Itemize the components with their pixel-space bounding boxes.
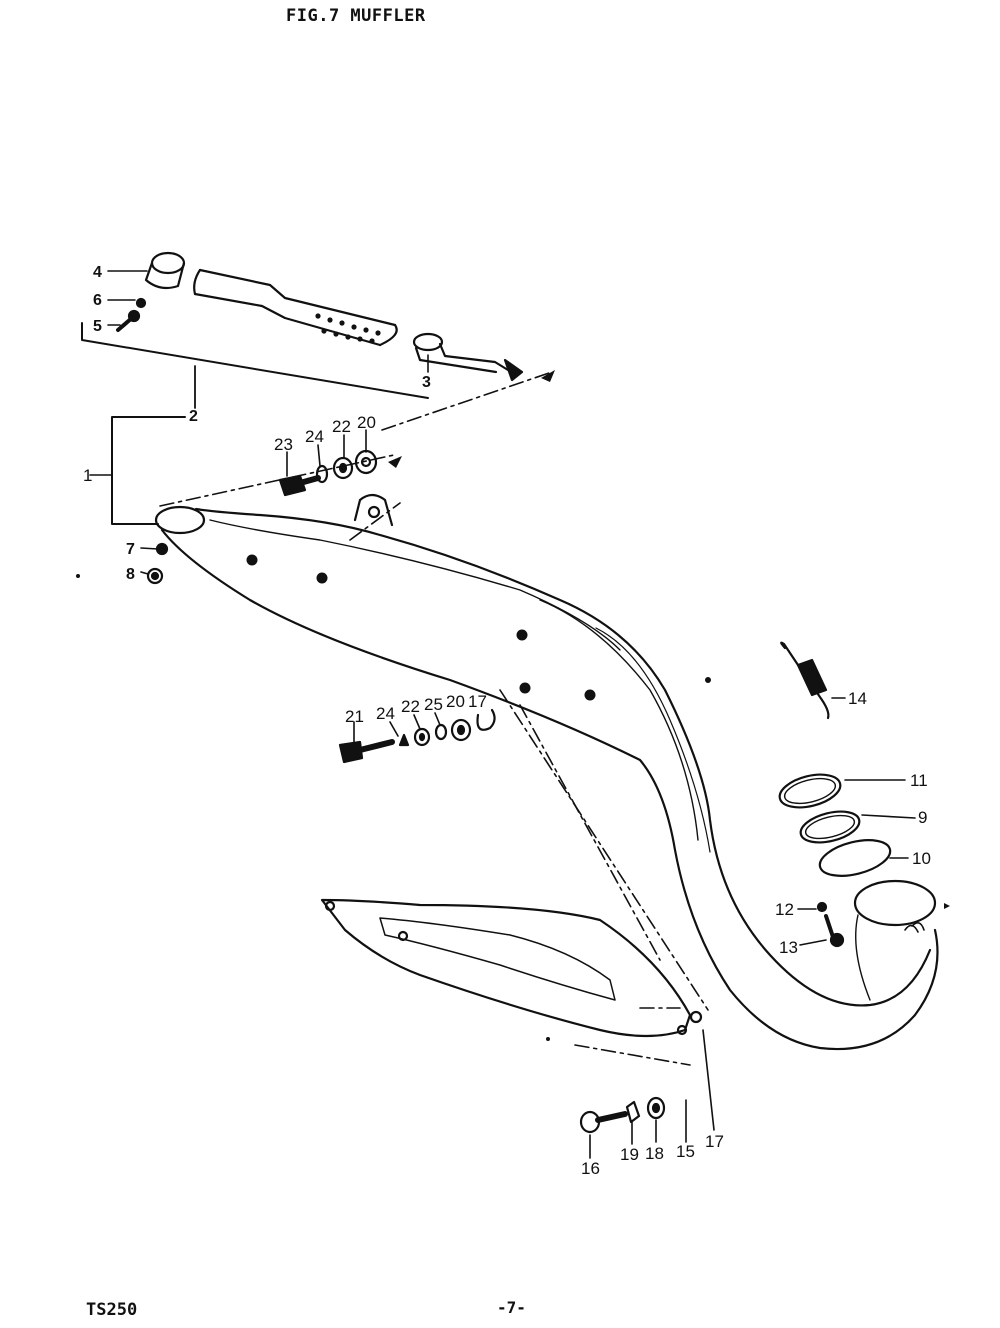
callout-24-upper: 24 — [305, 427, 324, 446]
callout-9: 9 — [918, 808, 927, 827]
callout-4: 4 — [93, 264, 102, 281]
callout-13: 13 — [779, 938, 798, 957]
heat-shield — [320, 898, 703, 1038]
callout-24-lower: 24 — [376, 704, 395, 723]
callout-15: 15 — [676, 1142, 695, 1161]
callout-19: 19 — [620, 1145, 639, 1164]
callout-7: 7 — [126, 541, 135, 558]
callout-8: 8 — [126, 566, 135, 583]
callout-12: 12 — [775, 900, 794, 919]
callout-22-upper: 22 — [332, 417, 351, 436]
callout-17: 17 — [705, 1132, 724, 1151]
callout-1: 1 — [83, 466, 92, 485]
callout-25: 25 — [424, 695, 443, 714]
callout-11: 11 — [910, 771, 928, 790]
callout-3: 3 — [422, 374, 431, 391]
model-code: TS250 — [86, 1300, 138, 1320]
callout-17-upper: 17 — [468, 692, 487, 711]
lower-fasteners — [338, 708, 496, 764]
callout-16: 16 — [581, 1159, 600, 1178]
page-title: FIG.7 MUFFLER — [286, 6, 426, 26]
callout-20-upper: 20 — [357, 413, 376, 432]
callout-18: 18 — [645, 1144, 664, 1163]
callout-23: 23 — [274, 435, 293, 454]
gasket-rings — [778, 773, 892, 877]
callout-22-lower: 22 — [401, 697, 420, 716]
callout-2: 2 — [189, 408, 198, 425]
page-number: -7- — [497, 1298, 526, 1317]
callout-5: 5 — [93, 318, 102, 335]
silencer-pipe — [144, 251, 524, 382]
expansion-chamber — [154, 493, 939, 1051]
spring — [780, 641, 830, 720]
callout-10: 10 — [912, 849, 931, 868]
callout-14: 14 — [848, 689, 867, 708]
callout-20-lower: 20 — [446, 692, 465, 711]
shield-fasteners — [579, 1096, 666, 1134]
upper-fasteners — [278, 449, 378, 497]
callout-21: 21 — [345, 707, 364, 726]
callout-6: 6 — [93, 292, 102, 309]
